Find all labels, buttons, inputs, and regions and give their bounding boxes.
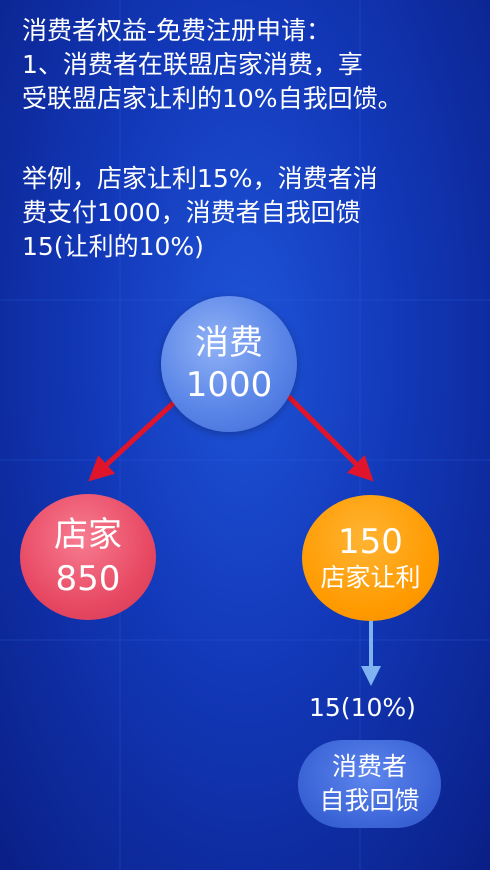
feedback-amount-label: 15(10%) — [309, 693, 416, 722]
example-text: 举例，店家让利15%，消费者消 费支付1000，消费者自我回馈 15(让利的10… — [22, 162, 472, 264]
intro-line-3: 受联盟店家让利的10%自我回馈。 — [22, 84, 403, 113]
discount-value: 150 — [338, 522, 403, 562]
example-line-1: 举例，店家让利15%，消费者消 — [22, 164, 378, 193]
consume-label: 消费 — [195, 323, 263, 363]
shop-label: 店家 — [54, 515, 122, 555]
intro-text: 消费者权益-免费注册申请： 1、消费者在联盟店家消费，享 受联盟店家让利的10%… — [22, 14, 482, 116]
discount-node: 150 店家让利 — [302, 495, 439, 621]
example-line-2: 费支付1000，消费者自我回馈 — [22, 198, 361, 227]
self-feedback-node: 消费者 自我回馈 — [298, 740, 441, 828]
shop-value: 850 — [55, 559, 121, 599]
discount-label: 店家让利 — [320, 563, 421, 592]
consume-node: 消费 1000 — [161, 296, 297, 432]
intro-line-2: 1、消费者在联盟店家消费，享 — [22, 50, 363, 79]
arrow-consume-to-shop — [88, 395, 182, 482]
intro-line-1: 消费者权益-免费注册申请： — [22, 16, 332, 45]
consume-value: 1000 — [185, 365, 273, 405]
shop-node: 店家 850 — [20, 494, 156, 620]
arrow-consume-to-discount — [284, 392, 374, 482]
self-line-1: 消费者 — [331, 752, 407, 781]
example-line-3: 15(让利的10%) — [22, 232, 204, 261]
self-line-2: 自我回馈 — [319, 786, 420, 815]
